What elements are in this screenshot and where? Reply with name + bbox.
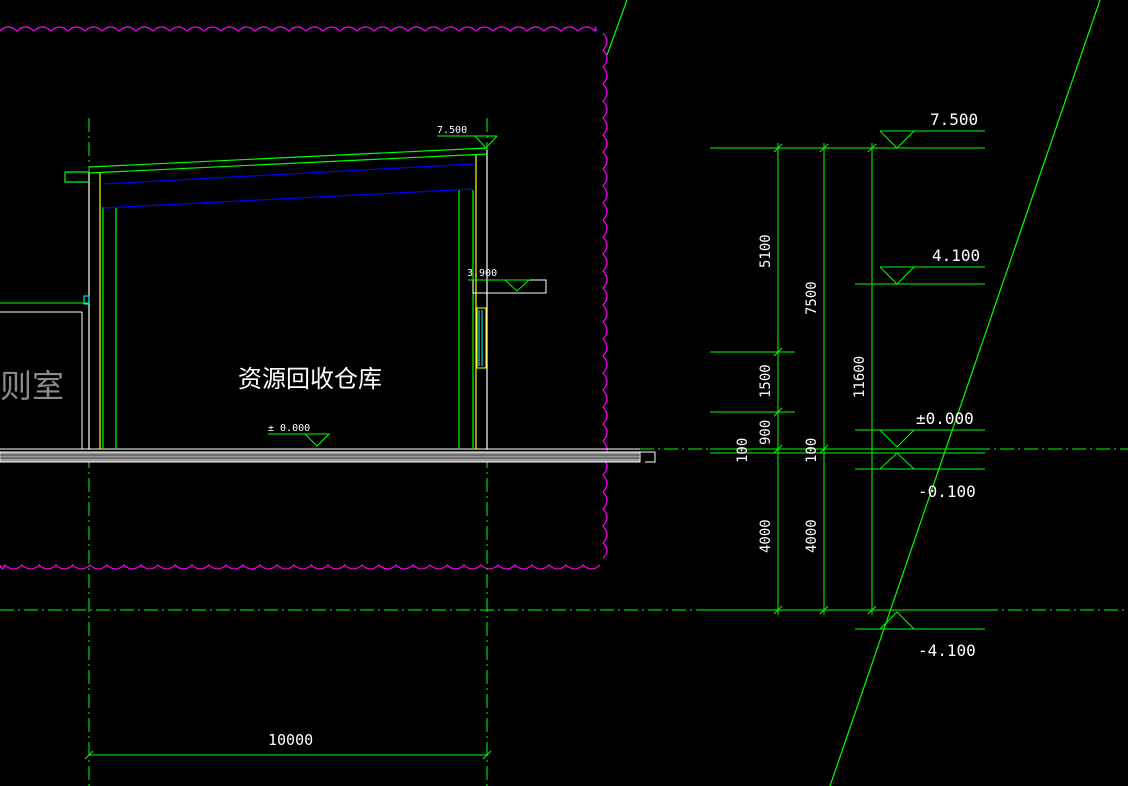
dimension-chain-lines (777, 143, 873, 615)
revision-cloud-right (602, 32, 608, 559)
ground-slab-hatch (0, 454, 640, 459)
elev-text-minus-small: -0.100 (918, 482, 976, 501)
beam-lower (102, 188, 474, 209)
building-walls (88, 150, 488, 449)
elev-marker-zero (879, 429, 985, 448)
slab-end-mark (640, 451, 656, 463)
beam-upper (102, 163, 474, 185)
dim-7500: 7500 (804, 281, 820, 315)
dimension-ticks (773, 143, 877, 615)
roof-line-top (88, 147, 488, 168)
floor-elevation-marker (268, 433, 330, 447)
elev-text-bottom: -4.100 (918, 641, 976, 660)
elev-text-mid: 4.100 (932, 246, 980, 265)
vertical-dimension-texts: 5100 1500 900 100 4000 7500 100 4000 116… (735, 234, 868, 553)
dimension-extension-lines (710, 147, 985, 630)
right-elevation-markers (879, 130, 985, 630)
dim-900: 900 (758, 420, 774, 445)
window-elevation-marker (468, 279, 530, 292)
bottom-dimension-text: 10000 (268, 731, 313, 749)
bottom-dimension (84, 750, 492, 760)
window-elevation-text: 3.900 (467, 268, 497, 279)
dim-4000-a: 4000 (758, 519, 774, 553)
revision-cloud (0, 26, 608, 570)
revision-cloud-top (0, 26, 597, 33)
dim-5100: 5100 (758, 234, 774, 268)
window-right (476, 307, 487, 369)
dim-100-a: 100 (735, 438, 751, 463)
section-elevation-markers (268, 135, 530, 447)
diagonal-line-2 (829, 0, 1101, 786)
roof (64, 147, 488, 183)
room-label: 资源回收仓库 (238, 365, 382, 393)
left-room (0, 295, 90, 449)
window-frame (476, 307, 487, 369)
floor-elevation-text: ± 0.000 (268, 423, 310, 434)
dim-4000-b: 4000 (804, 519, 820, 553)
elev-marker-top (879, 130, 985, 149)
diagonal-line-1 (606, 0, 628, 56)
elev-text-top: 7.500 (930, 110, 978, 129)
elev-text-zero: ±0.000 (916, 409, 974, 428)
roof-beams (102, 163, 474, 209)
dim-11600: 11600 (852, 356, 868, 398)
roof-elevation-text: 7.500 (437, 125, 467, 136)
dim-1500: 1500 (758, 364, 774, 398)
ground-slab (0, 451, 641, 463)
elev-marker-minus-small (879, 452, 915, 470)
roof-elevation-marker (437, 135, 498, 149)
revision-cloud-bottom (0, 563, 601, 570)
left-room-label-fragment: 则室 (0, 367, 64, 405)
elev-marker-mid (879, 266, 985, 285)
roof-left-hook (64, 171, 89, 183)
elev-marker-bottom (879, 611, 915, 630)
left-room-cap (83, 295, 90, 305)
roof-line-bottom (88, 153, 488, 174)
dim-100-b: 100 (804, 438, 820, 463)
